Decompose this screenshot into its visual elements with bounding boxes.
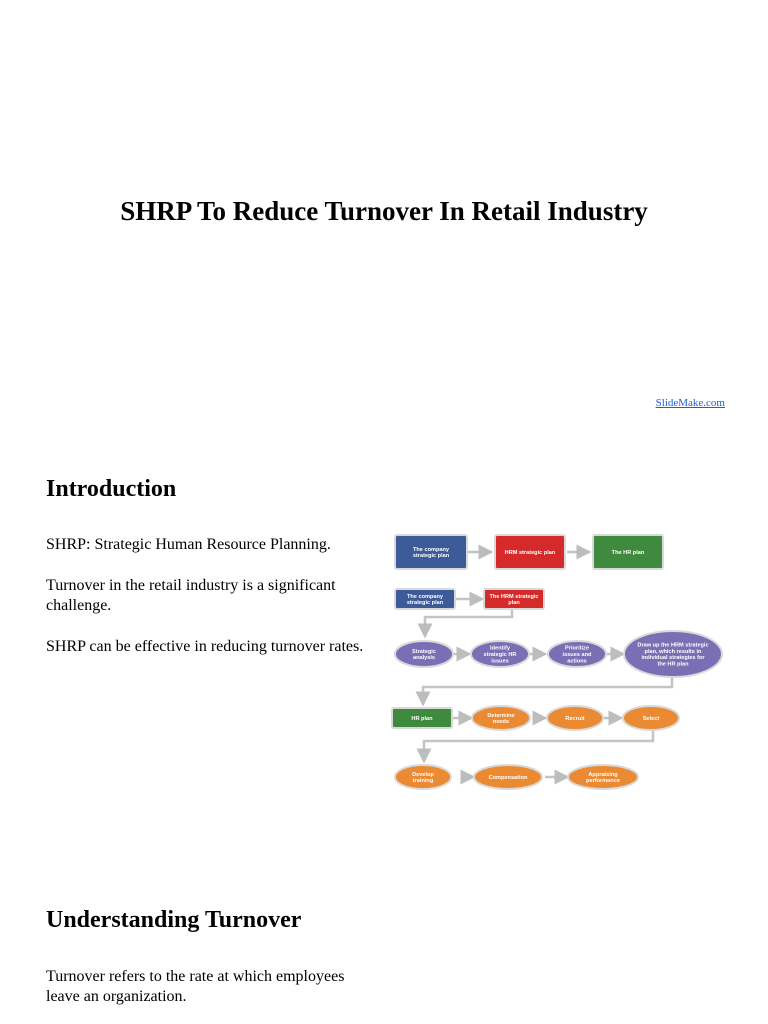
diagram-node-row4-recruit: Recruit [546,705,604,731]
diagram-connectors [415,544,674,785]
intro-paragraph-1: SHRP: Strategic Human Resource Planning. [46,536,331,553]
diagram-node-row1-hrm-strategic-plan: HRM strategic plan [494,534,566,570]
understanding-turnover-heading: Understanding Turnover [46,907,302,933]
diagram-node-shape [494,534,566,570]
diagram-node-label: Compensation [489,775,528,781]
diagram-node-label: Recruit [565,716,584,722]
diagram-node-shape [391,707,453,729]
diagram-node-shape [547,640,607,668]
diagram-node-shape [483,588,545,610]
intro-paragraph-2: Turnover in the retail industry is a sig… [46,577,336,614]
diagram-node-label: HR plan [411,716,433,722]
diagram-node-shape [471,705,531,731]
diagram-node-shape [546,705,604,731]
diagram-node-shape [394,534,468,570]
intro-paragraph-3: SHRP can be effective in reducing turnov… [46,638,364,655]
diagram-node-shape [470,640,530,668]
diagram-node-row5-compensation: Compensation [473,764,543,790]
turnover-paragraph-1: Turnover refers to the rate at which emp… [46,968,345,1005]
diagram-node-row4-hr-plan: HR plan [391,707,453,729]
diagram-node-shape [592,534,664,570]
diagram-node-shape [394,764,452,790]
diagram-node-shape [473,764,543,790]
diagram-node-shape [394,588,456,610]
introduction-heading: Introduction [46,476,177,502]
diagram-node-shape [622,705,680,731]
diagram-node-shape [567,764,639,790]
slide-title: SHRP To Reduce Turnover In Retail Indust… [120,196,648,226]
diagram-node-label: HRM strategic plan [505,550,556,556]
diagram-node-shape [394,640,454,668]
diagram-node-row1-the-hr-plan: The HR plan [592,534,664,570]
diagram-node-shape [623,630,723,678]
diagram-node-row4-select: Select [622,705,680,731]
slidemake-link[interactable]: SlideMake.com [655,397,725,409]
diagram-node-label: The HR plan [612,550,645,556]
diagram-node-label: Select [643,716,660,722]
